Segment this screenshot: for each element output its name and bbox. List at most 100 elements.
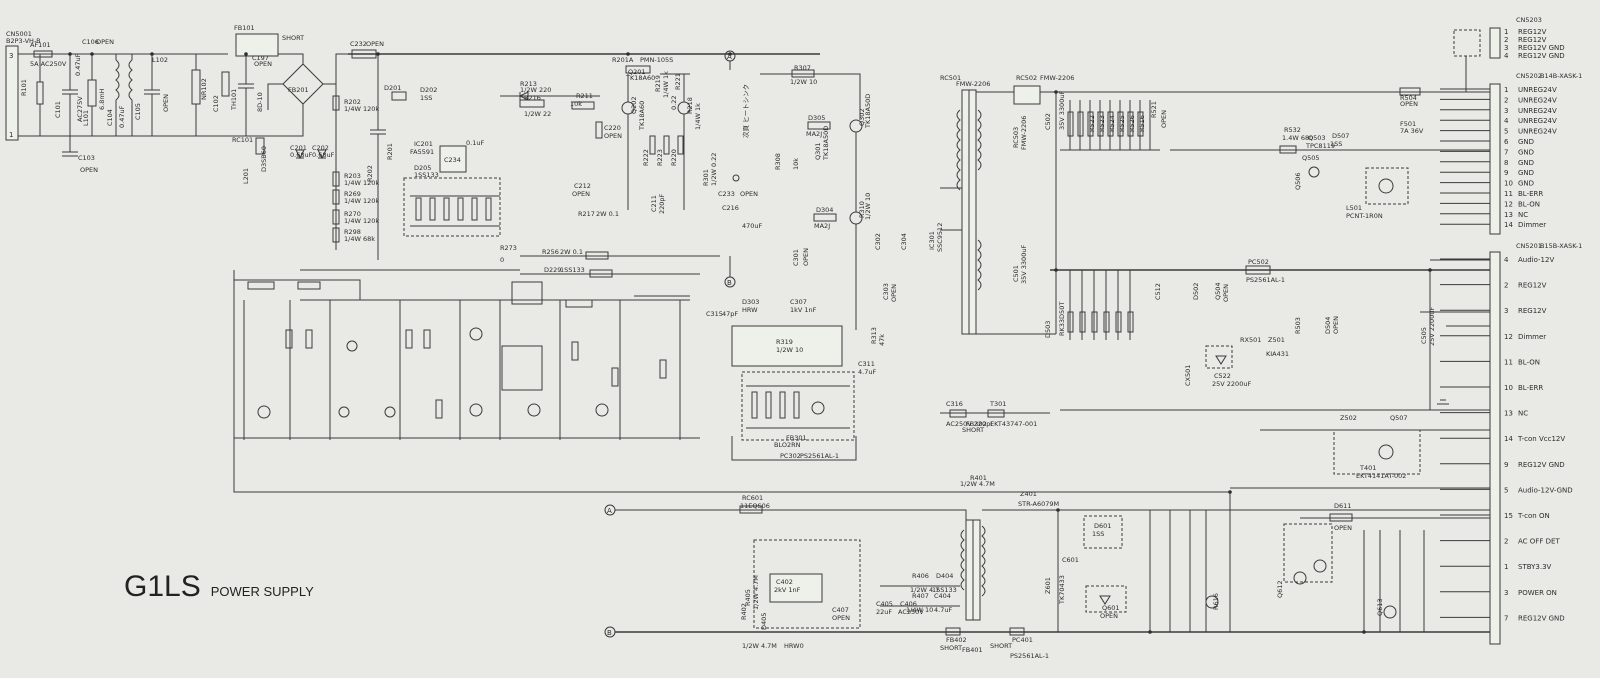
rc503-ref: C501 [1012,265,1020,282]
connector-pin-num: 10 [1504,384,1513,392]
rc601-value: STR-A6079M [1018,500,1059,508]
c102-value: 8D-10 [256,92,264,112]
fb402-ref: PC401 [1012,636,1033,644]
c101-ref: C101 [54,101,62,118]
connector-cn5202 [1489,83,1501,235]
connector-pin-net: T-con ON [1517,512,1550,520]
d404-value: 1/4W 10 [906,606,933,614]
relay-rl101 [235,33,279,57]
fb302-value: EKT43747-001 [990,420,1037,428]
connector-pin-net: BL-ON [1518,358,1540,366]
cn5201-ref: CN5201 [1516,242,1542,250]
r405-value: 1/2W 4.7M [742,642,777,650]
c405-value: AC250V [898,608,924,616]
l101-value: 0.47uF [118,105,126,128]
connector-pin-num: 15 [1504,512,1513,520]
cn5203-pin-net: REG12V GND [1518,44,1565,52]
d404-ref: R407 [912,592,929,600]
q201-ref: Q202 [630,96,638,114]
r218-ref: R219 [654,75,662,92]
offpage-a-label: A [727,53,732,61]
c402-value: 1/2W 4.7M [752,575,760,610]
fuse-af101 [33,50,53,58]
connector-pin-num: 12 [1504,333,1513,341]
connector-pin-num: 1 [1504,86,1508,94]
r532-ref: Q503 [1308,134,1326,142]
llc-section: R307 1/2W 10 D305 MA2J R308 10k Q301 TK1… [706,64,1050,461]
r532-value: TPC8119 [1305,142,1335,150]
c105-value: OPEN [80,166,98,174]
cn5203-pin-net: REG12V [1518,36,1547,44]
q507-value: EKT4141AT-002 [1356,472,1406,480]
d303-value: 1kV 1nF [790,306,817,314]
d305-ref: R308 [774,153,782,170]
c315-value: PS2561AL-1 [800,452,839,460]
ic201-ref: C234 [444,156,461,164]
connector-pin-num: 5 [1504,128,1508,136]
r298-value: FA5591 [410,148,434,156]
r310-ref: D304 [816,206,833,214]
q601-ref: R616 [1212,593,1220,610]
z502-ref: Q507 [1390,414,1408,422]
fb101-ref: RC101 [232,136,253,144]
af101-value: 5A AC250V [30,60,67,68]
q503-ref: D507 [1332,132,1349,140]
c311-value: 47pF [722,310,738,318]
c201-ref: R201 [386,143,394,160]
cx501-ref: RX501 [1240,336,1261,344]
pc401-value: 1SS [1092,530,1104,538]
c307-value: 47k [878,334,886,346]
c407-value: 22uF [876,608,892,616]
c502-ref: D503 [1044,321,1052,338]
f501-value: 1.4W 680 [1282,134,1313,142]
af101-ref: AF101 [30,41,51,49]
d205-ref: R213 [520,80,537,88]
connector-pin-num: 1 [1504,563,1508,571]
d229-ref: R273 [500,244,517,252]
r310-value: MA2J [814,222,830,230]
r101-ref: R101 [20,79,28,96]
c316-value: SHORT [962,426,984,434]
connector-pin-num: 8 [1504,159,1508,167]
r402-ref: D405 [760,613,768,630]
c232-value: 1SS [420,94,432,102]
q506-value: PCNT-1R0N [1346,212,1383,220]
r504-value: 7A 36V [1400,127,1424,135]
rc601-ref: Z401 [1020,490,1037,498]
fb101-value: D3SB60 [260,146,268,172]
c304-value: SSC9512 [936,223,944,252]
th101-value: OPEN [254,60,272,68]
transistor-q601 [1205,595,1219,609]
d405-value: 1/2W 4.7 [910,586,939,594]
connector-pin-net: GND [1518,169,1534,177]
connector-pin-net: Dimmer [1518,221,1546,229]
fb401-value: SHORT [940,644,962,652]
cn5203-pin-num: 4 [1504,52,1509,60]
cn5203-pin-num: 2 [1504,36,1508,44]
connector-pin-net: UNREG24V [1518,96,1557,104]
r222-ref: R223 [656,149,664,166]
d304-value: OPEN [802,248,810,266]
c103-ref: L102 [152,56,168,64]
fb402-value: PS2561AL-1 [1010,652,1049,660]
r516-ref: R504 [1400,94,1417,102]
l501-ref: PC502 [1248,258,1269,266]
r524-ref: R525 [1118,115,1126,132]
connector-pin-net: AC OFF DET [1518,538,1560,546]
control-section [233,269,1230,493]
ac-input-section: CN5001 B2P3-VH-B 3 1 AF101 5A AC250V R10… [5,24,348,184]
r203-value: 1/4W 120k [344,197,379,205]
r221-ref: R222 [642,149,650,166]
c232-ref: D202 [420,86,437,94]
c220-ref: R201A [612,56,634,64]
c406-ref: FB401 [962,646,983,654]
pfc-inductor-l201 [351,49,377,59]
d202-value: 0.68uF [312,151,335,159]
c311-ref: C315 [706,310,723,318]
r256-value: 1SS133 [560,266,585,274]
r523-ref: R524 [1108,115,1116,132]
secondary-output-section: RC502 FMW-2206 RC503 FMW-2206 C501 35V 3… [1012,74,1490,480]
connector-pin-net: Audio-12V-GND [1518,486,1573,494]
fb301-value: AC250V 220pF [946,420,994,428]
